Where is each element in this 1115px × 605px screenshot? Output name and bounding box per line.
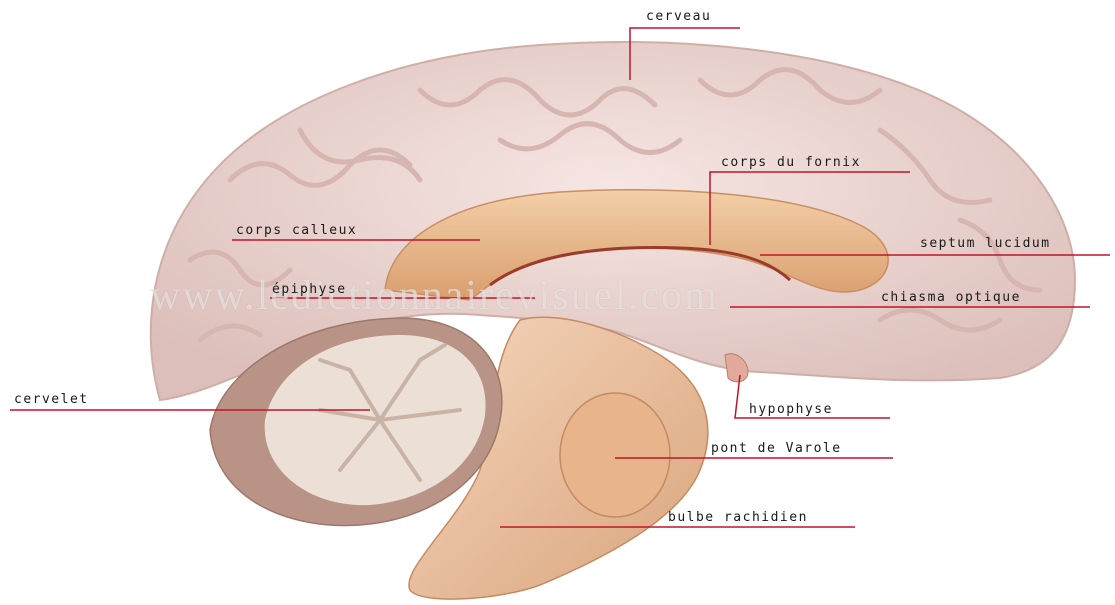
label-cervelet: cervelet	[14, 392, 89, 408]
label-bulbe-rachidien: bulbe rachidien	[668, 510, 808, 526]
label-hypophyse: hypophyse	[749, 402, 833, 418]
label-septum-lucidum: septum lucidum	[920, 236, 1051, 252]
label-pont-de-varole: pont de Varole	[711, 441, 842, 457]
pons-shape	[560, 393, 670, 517]
label-cerveau: cerveau	[646, 9, 711, 25]
label-corps-calleux: corps calleux	[236, 223, 357, 239]
label-corps-du-fornix: corps du fornix	[721, 155, 861, 171]
watermark: www.ledictionnairevisuel.com	[150, 272, 719, 320]
label-chiasma-optique: chiasma optique	[881, 290, 1021, 306]
label-epiphyse: épiphyse	[272, 282, 347, 298]
